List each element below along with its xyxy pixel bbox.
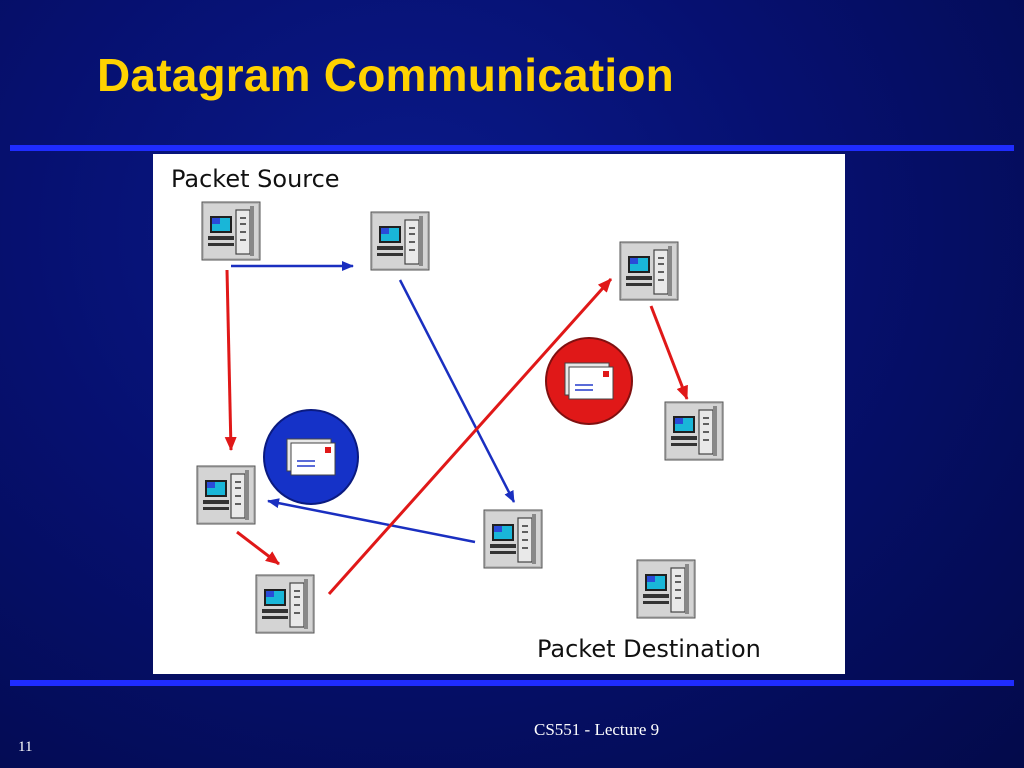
- computer-icon: [483, 509, 543, 569]
- blue-packet-icon: [263, 409, 359, 505]
- bottom-divider: [10, 680, 1014, 686]
- computer-icon: [664, 401, 724, 461]
- computer-icon: [201, 201, 261, 261]
- blue-path-arrow: [398, 279, 516, 503]
- computer-icon: [619, 241, 679, 301]
- packet-destination-label: Packet Destination: [537, 635, 761, 663]
- red-path-arrow: [327, 277, 613, 596]
- blue-path-arrow: [267, 498, 476, 544]
- packet-source-label: Packet Source: [171, 165, 340, 193]
- computer-icon: [255, 574, 315, 634]
- datagram-diagram: Packet Source Packet Destination: [153, 154, 845, 674]
- computer-icon: [636, 559, 696, 619]
- lecture-footer: CS551 - Lecture 9: [534, 720, 660, 739]
- top-divider: [10, 145, 1014, 151]
- red-path-arrow: [224, 269, 237, 451]
- computer-icon: [196, 465, 256, 525]
- slide-number: 11: [18, 739, 33, 755]
- red-path-arrow: [236, 530, 280, 566]
- slide-title: Datagram Communication: [97, 49, 674, 101]
- red-packet-icon: [545, 337, 633, 425]
- red-path-arrow: [649, 305, 689, 400]
- computer-icon: [370, 211, 430, 271]
